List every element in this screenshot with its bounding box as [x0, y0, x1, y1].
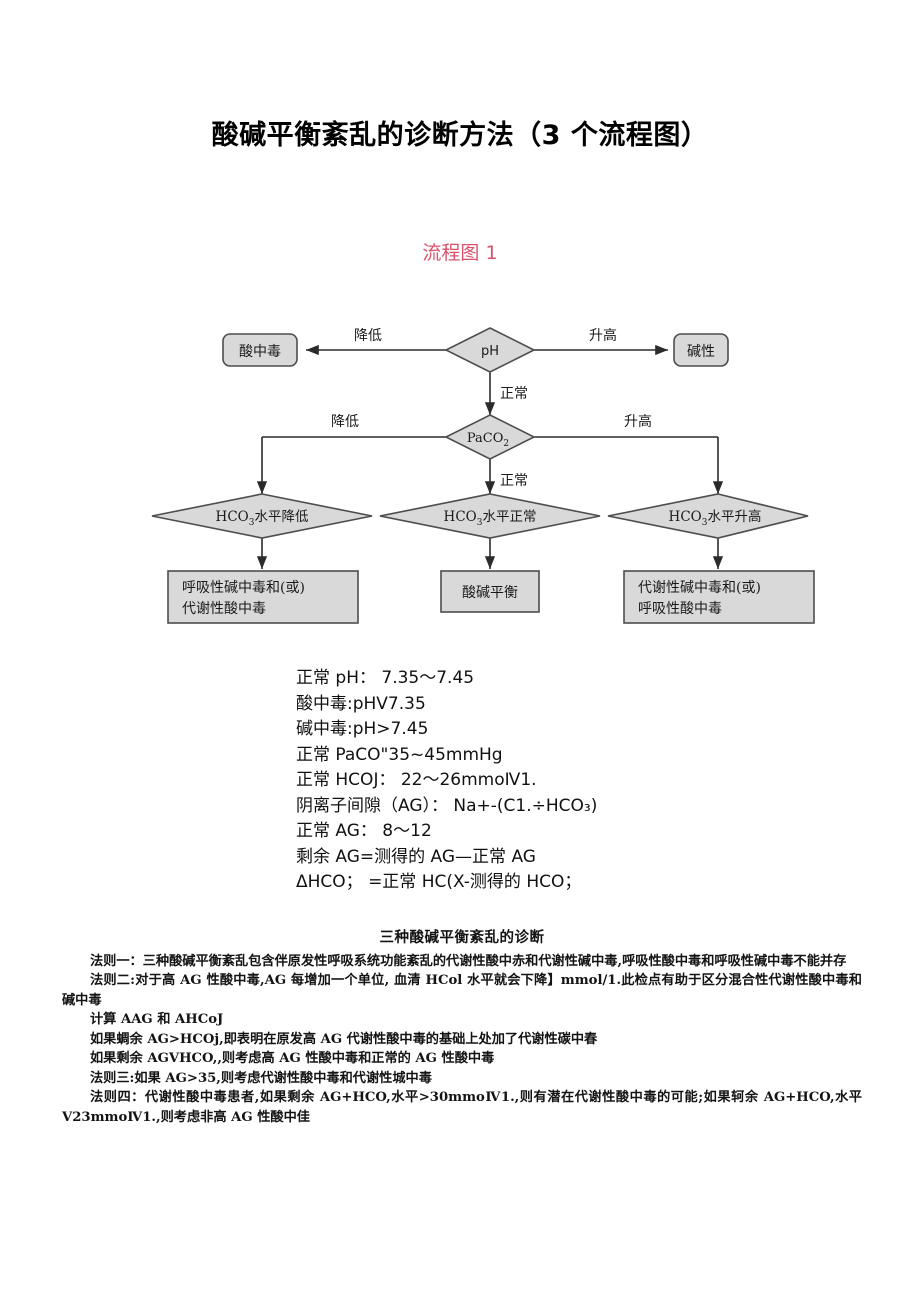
hco3-high-subscript: 3: [702, 518, 708, 528]
reference-value-item: 正常 pH： 7.35～7.45: [296, 668, 475, 688]
result-node-middle-label: 酸碱平衡: [462, 585, 518, 601]
edge-label-paco2-high: 升高: [624, 413, 652, 430]
edge-label-paco2-low: 降低: [331, 414, 359, 430]
hco3-normal-subscript: 3: [477, 518, 483, 528]
reference-values-list: 正常 pH： 7.35～7.45 酸中毒:pHV7.35 碱中毒:pH>7.45…: [296, 666, 716, 896]
rules-heading: 三种酸碱平衡紊乱的诊断: [379, 929, 545, 946]
hco3-high-suffix: 水平升高: [707, 508, 761, 525]
edge-label-ph-high: 升高: [589, 327, 617, 344]
svg-text:HCO3水平升高: HCO3水平升高: [669, 508, 762, 528]
svg-text:HCO3水平降低: HCO3水平降低: [216, 509, 309, 528]
result-node-right: 代谢性碱中毒和(或) 呼吸性酸中毒: [623, 570, 815, 624]
result-node-left: 呼吸性碱中毒和(或) 代谢性酸中毒: [167, 570, 359, 624]
terminal-node-alkaline: 碱性: [673, 333, 729, 367]
rule-item: 如果蜩余 AG>HCOj,即表明在原发高 AG 代谢性酸中毒的基础上处加了代谢性…: [90, 1031, 598, 1047]
decision-node-ph-label: pH: [481, 344, 499, 359]
page-title: 酸碱平衡紊乱的诊断方法（3 个流程图）: [211, 120, 709, 151]
hco3-normal-prefix: HCO: [444, 509, 477, 525]
reference-value-item: ΔHCO； =正常 HC(X-测得的 HCO；: [296, 872, 582, 892]
edge-label-ph-normal: 正常: [500, 386, 528, 402]
hco3-low-subscript: 3: [249, 518, 255, 528]
rule-item: 法则三:如果 AG>35,则考虑代谢性酸中毒和代谢性城中毒: [90, 1070, 432, 1086]
result-node-left-line1: 呼吸性碱中毒和(或): [182, 580, 305, 596]
decision-node-hco3-normal: HCO3水平正常: [379, 493, 601, 539]
rule-item: 法则二:对于高 AG 性酸中毒,AG 每增加一个单位, 血清 HCol 水平就会…: [62, 973, 862, 1008]
edge-label-paco2-normal: 正常: [500, 473, 528, 489]
svg-text:PaCO2: PaCO2: [467, 431, 509, 449]
reference-value-item: 正常 PaCO"35~45mmHg: [296, 744, 503, 765]
reference-value-item: 碱中毒:pH>7.45: [296, 719, 429, 739]
result-node-middle: 酸碱平衡: [440, 570, 540, 613]
rule-item: 如果剩余 AGVHCO,,则考虑高 AG 性酸中毒和正常的 AG 性酸中毒: [90, 1051, 495, 1066]
result-node-right-line1: 代谢性碱中毒和(或): [638, 580, 761, 596]
terminal-node-acidosis: 酸中毒: [222, 333, 298, 367]
rule-item: 法则一：三种酸碱平衡紊乱包含伴原发性呼吸系统功能紊乱的代谢性酸中赤和代谢性碱中毒…: [90, 953, 847, 969]
terminal-node-alkaline-label: 碱性: [687, 344, 715, 360]
terminal-node-acidosis-label: 酸中毒: [239, 344, 281, 360]
rule-item: 计算 AAG 和 AHCoJ: [90, 1012, 224, 1027]
result-node-right-line2: 呼吸性酸中毒: [638, 601, 722, 617]
reference-value-item: 正常 AG： 8～12: [296, 821, 432, 841]
section-label-text: 流程图 1: [422, 242, 498, 264]
decision-node-paco2: PaCO2: [444, 414, 536, 460]
decision-node-hco3-high: HCO3水平升高: [607, 493, 809, 539]
hco3-low-prefix: HCO: [216, 509, 249, 525]
svg-text:HCO3水平正常: HCO3水平正常: [444, 509, 537, 528]
edge-label-ph-low: 降低: [354, 328, 382, 344]
rules-section: 三种酸碱平衡紊乱的诊断 法则一：三种酸碱平衡紊乱包含伴原发性呼吸系统功能紊乱的代…: [62, 928, 862, 1127]
hco3-low-suffix: 水平降低: [254, 509, 308, 525]
reference-value-item: 正常 HCOJ： 22～26mmoⅣ1.: [296, 770, 537, 790]
section-label-flowchart-1: 流程图 1: [0, 238, 920, 265]
result-node-left-line2: 代谢性酸中毒: [182, 601, 266, 617]
hco3-normal-suffix: 水平正常: [482, 509, 536, 525]
flowchart-1: pH 酸中毒 碱性 PaCO2: [140, 322, 820, 632]
decision-node-paco2-label: PaCO: [467, 431, 504, 446]
hco3-high-prefix: HCO: [669, 509, 702, 525]
decision-node-paco2-subscript: 2: [503, 439, 509, 449]
reference-value-item: 酸中毒:pHV7.35: [296, 693, 426, 714]
rule-item: 法则四：代谢性酸中毒患者,如果剩余 AG+HCO,水平>30mmoⅣ1.,则有潜…: [62, 1090, 862, 1125]
reference-value-item: 阴离子间隙（AG）： Na+-(C1.÷HCO₃): [296, 795, 598, 816]
decision-node-ph: pH: [444, 327, 536, 373]
decision-node-hco3-low: HCO3水平降低: [151, 493, 373, 539]
reference-value-item: 剩余 AG=测得的 AG—正常 AG: [296, 846, 536, 867]
